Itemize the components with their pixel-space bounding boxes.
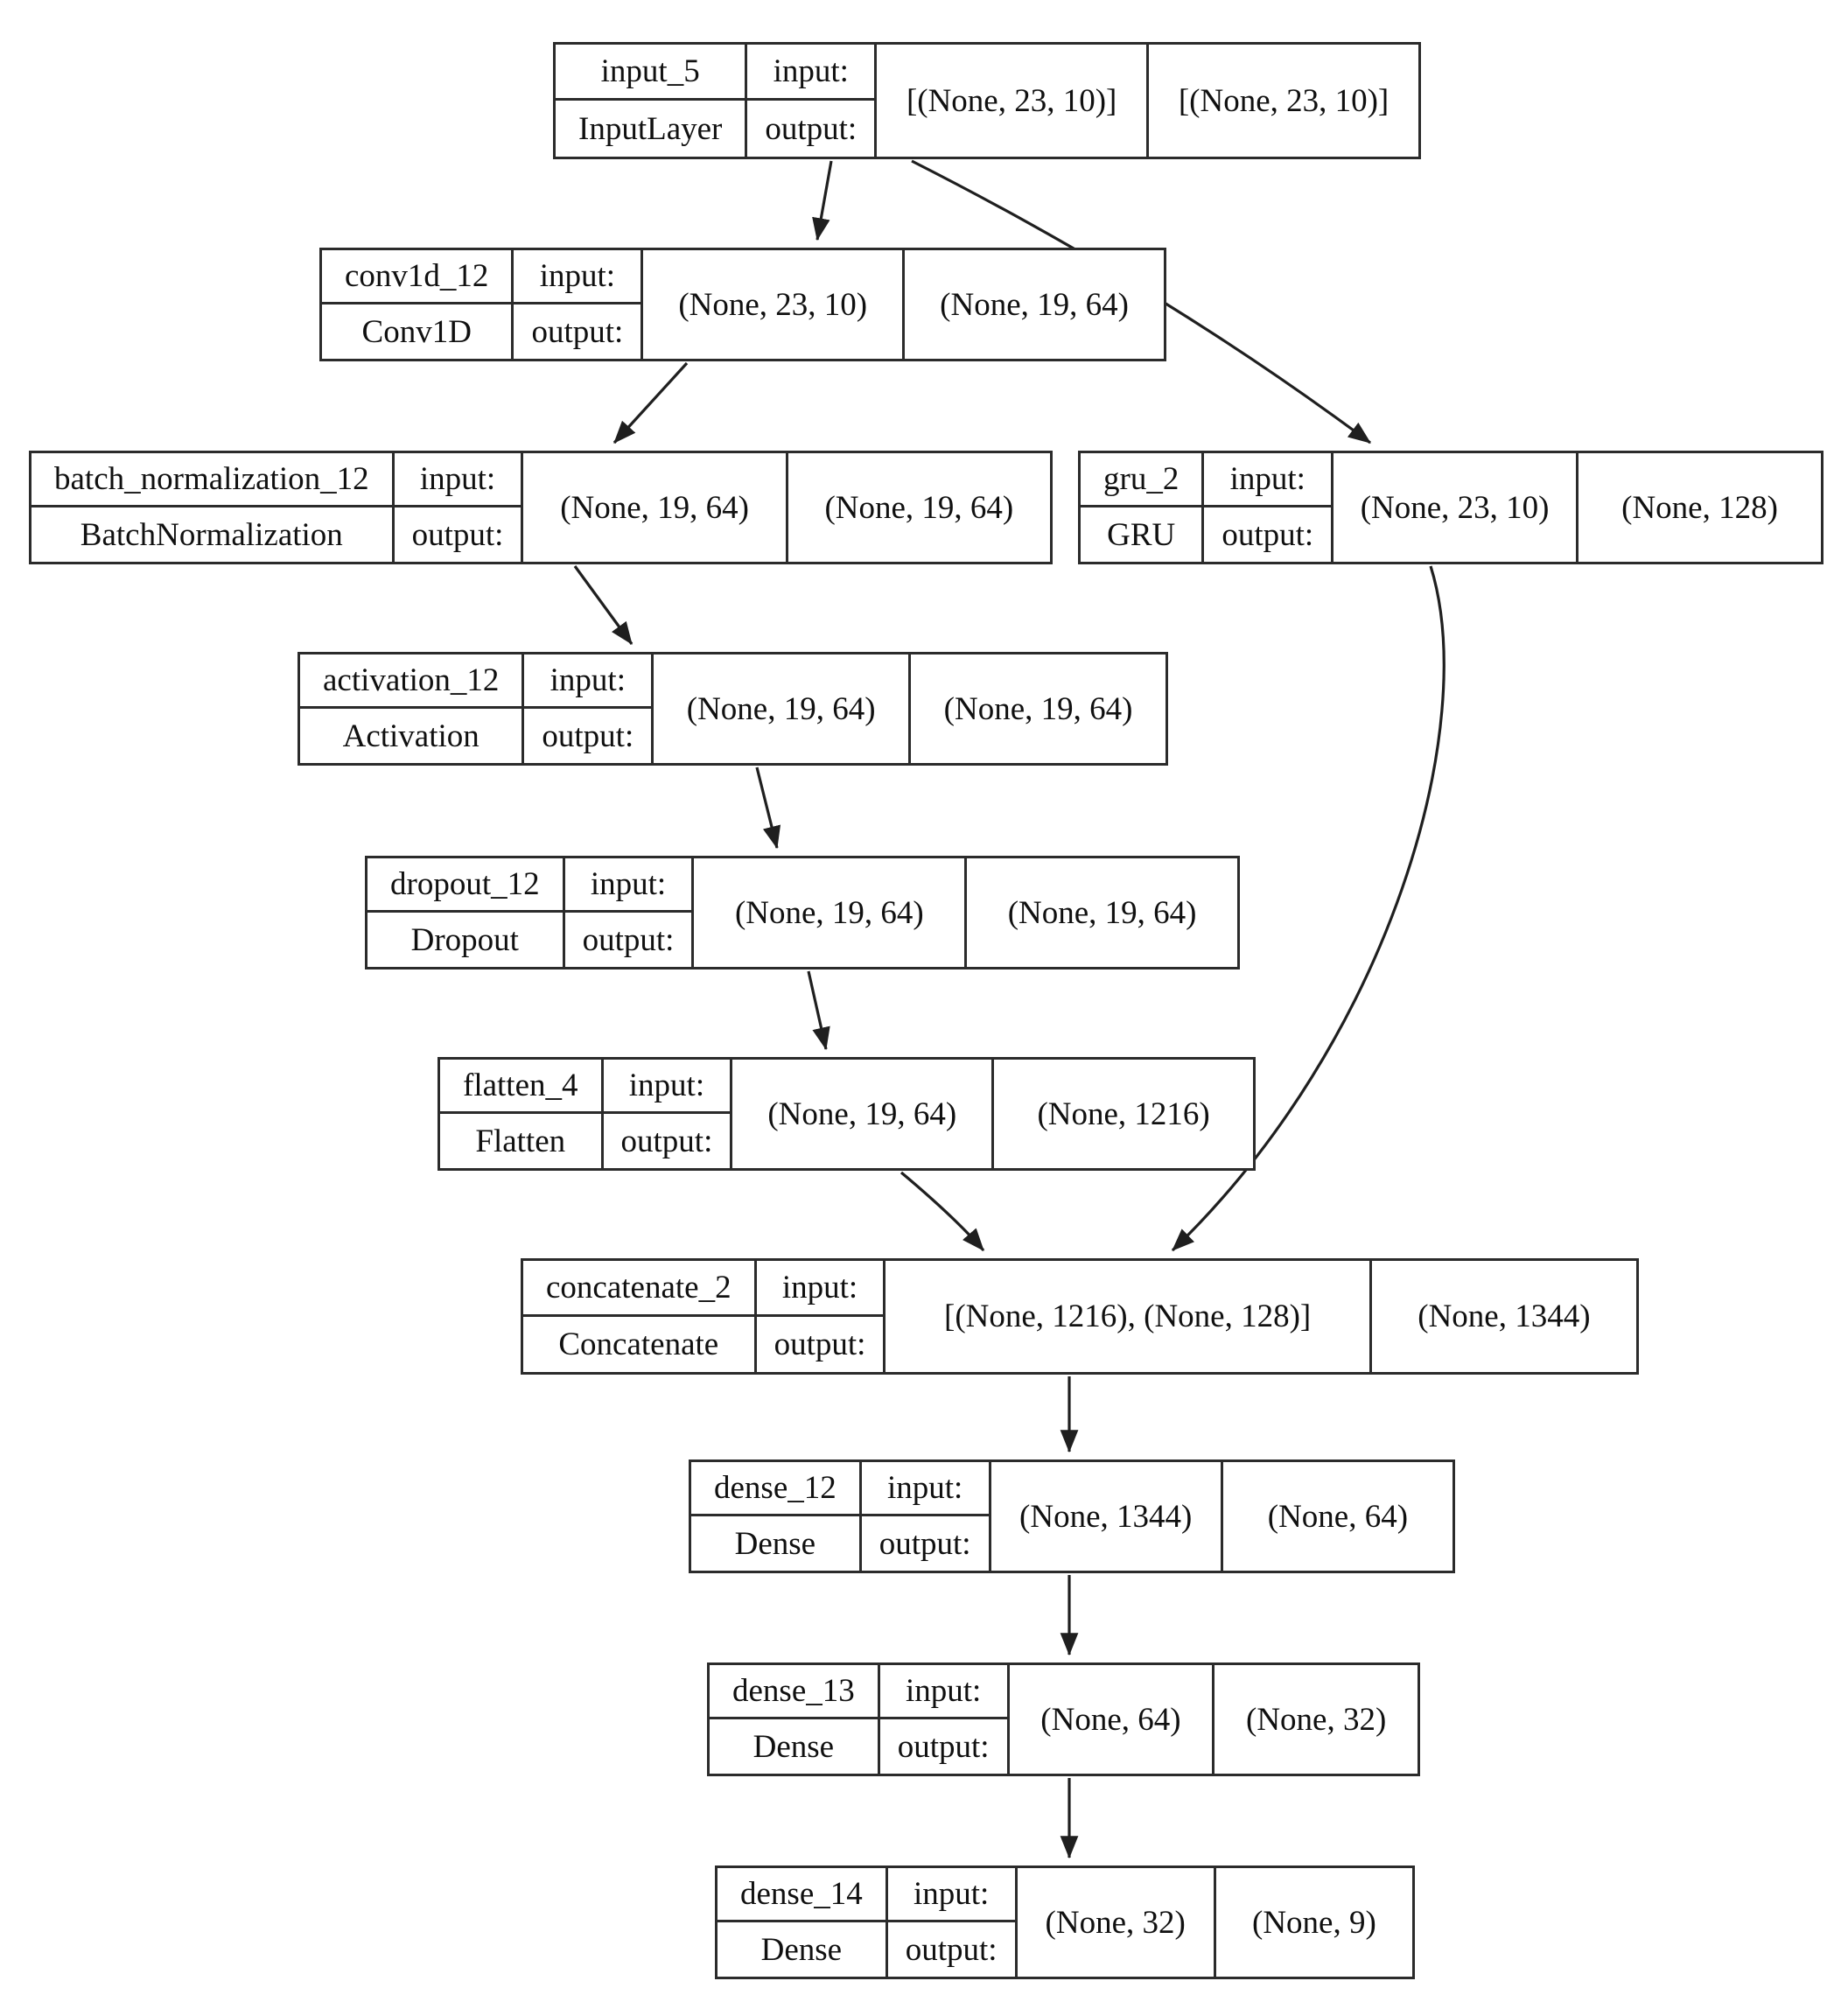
- layer-node-dropout_12: dropout_12 input: (None, 19, 64) (None, …: [365, 856, 1240, 970]
- input-shape: (None, 1344): [988, 1462, 1221, 1571]
- layer-node-batch_normalization_12: batch_normalization_12 input: (None, 19,…: [29, 451, 1053, 564]
- layer-name: concatenate_2: [523, 1261, 754, 1317]
- input-shape: [(None, 1216), (None, 128)]: [883, 1261, 1368, 1372]
- layer-class: Dense: [752, 1728, 835, 1765]
- output-shape: (None, 19, 64): [964, 858, 1237, 967]
- layer-node-concatenate_2: concatenate_2 input: [(None, 1216), (Non…: [521, 1258, 1639, 1375]
- input-shape: (None, 19, 64): [691, 858, 964, 967]
- input-label: input:: [391, 453, 522, 508]
- layer-name: conv1d_12: [322, 250, 512, 304]
- output-shape: (None, 9): [1213, 1868, 1412, 1977]
- input-label: input:: [745, 45, 875, 101]
- layer-name: dense_12: [691, 1462, 859, 1516]
- edge-gru_2-to-concatenate_2: [1171, 565, 1446, 1252]
- layer-name: dropout_12: [368, 858, 563, 913]
- layer-class: Conv1D: [361, 313, 472, 350]
- edge-dropout_12-to-flatten_4: [807, 970, 830, 1051]
- layer-name: input_5: [556, 45, 746, 101]
- layer-name: batch_normalization_12: [32, 453, 392, 508]
- layer-node-conv1d_12: conv1d_12 input: (None, 23, 10) (None, 1…: [319, 248, 1166, 361]
- layer-node-input_5: input_5 input: [(None, 23, 10)] [(None, …: [553, 42, 1421, 159]
- input-label: input:: [600, 1060, 731, 1114]
- layer-name: dense_13: [710, 1665, 878, 1719]
- layer-node-dense_13: dense_13 input: (None, 64) (None, 32) De…: [707, 1662, 1420, 1776]
- input-shape: (None, 32): [1014, 1868, 1214, 1977]
- output-shape: (None, 64): [1220, 1462, 1452, 1571]
- layer-name: gru_2: [1081, 453, 1202, 508]
- output-label: output:: [600, 1114, 731, 1168]
- output-shape: (None, 19, 64): [785, 453, 1050, 562]
- layer-class: Dropout: [410, 921, 519, 958]
- layer-node-activation_12: activation_12 input: (None, 19, 64) (Non…: [298, 652, 1168, 766]
- edge-activation_12-to-dropout_12: [755, 766, 781, 850]
- output-label: output:: [391, 508, 522, 562]
- input-shape: (None, 23, 10): [1331, 453, 1576, 562]
- input-shape: (None, 19, 64): [651, 654, 908, 763]
- layer-node-dense_14: dense_14 input: (None, 32) (None, 9) Den…: [715, 1866, 1415, 1979]
- output-label: output:: [885, 1922, 1015, 1977]
- input-label: input:: [877, 1665, 1007, 1719]
- output-label: output:: [522, 709, 651, 763]
- output-shape: (None, 128): [1576, 453, 1821, 562]
- input-label: input:: [1201, 453, 1332, 508]
- output-shape: (None, 19, 64): [908, 654, 1166, 763]
- input-label: input:: [522, 654, 652, 709]
- output-shape: (None, 1344): [1368, 1261, 1636, 1372]
- input-label: input:: [753, 1261, 884, 1317]
- output-label: output:: [858, 1516, 989, 1571]
- output-label: output:: [1201, 508, 1331, 562]
- edge-flatten_4-to-concatenate_2: [900, 1171, 985, 1252]
- layer-class: Dense: [760, 1931, 843, 1968]
- input-shape: (None, 19, 64): [521, 453, 785, 562]
- edge-conv1d_12-to-batch_normalization_12: [612, 361, 689, 444]
- output-shape: [(None, 23, 10)]: [1146, 45, 1418, 157]
- input-label: input:: [511, 250, 641, 304]
- layer-class: GRU: [1107, 516, 1176, 553]
- input-label: input:: [885, 1868, 1015, 1922]
- layer-node-flatten_4: flatten_4 input: (None, 19, 64) (None, 1…: [438, 1057, 1256, 1171]
- input-shape: (None, 23, 10): [640, 250, 902, 359]
- output-label: output:: [562, 913, 692, 967]
- output-shape: (None, 1216): [991, 1060, 1253, 1168]
- layer-class: Activation: [342, 718, 480, 754]
- input-shape: (None, 64): [1006, 1665, 1213, 1774]
- layer-class: Flatten: [475, 1123, 566, 1159]
- layer-class: Dense: [734, 1525, 816, 1562]
- input-shape: (None, 19, 64): [730, 1060, 991, 1168]
- layer-class: Concatenate: [558, 1326, 719, 1362]
- layer-class: InputLayer: [578, 110, 723, 147]
- layer-node-dense_12: dense_12 input: (None, 1344) (None, 64) …: [689, 1460, 1455, 1573]
- layer-class: BatchNormalization: [80, 516, 343, 553]
- input-label: input:: [858, 1462, 989, 1516]
- output-shape: (None, 32): [1212, 1665, 1418, 1774]
- output-label: output:: [753, 1316, 884, 1372]
- layer-name: dense_14: [718, 1868, 886, 1922]
- layer-name: flatten_4: [440, 1060, 601, 1114]
- output-label: output:: [745, 101, 874, 157]
- input-shape: [(None, 23, 10)]: [874, 45, 1146, 157]
- input-label: input:: [562, 858, 692, 913]
- edge-batch_normalization_12-to-activation_12: [573, 565, 634, 645]
- output-shape: (None, 19, 64): [902, 250, 1164, 359]
- layer-name: activation_12: [300, 654, 522, 709]
- output-label: output:: [511, 304, 640, 359]
- edge-input_5-to-conv1d_12: [812, 160, 833, 242]
- output-label: output:: [877, 1719, 1007, 1774]
- layer-node-gru_2: gru_2 input: (None, 23, 10) (None, 128) …: [1078, 451, 1824, 564]
